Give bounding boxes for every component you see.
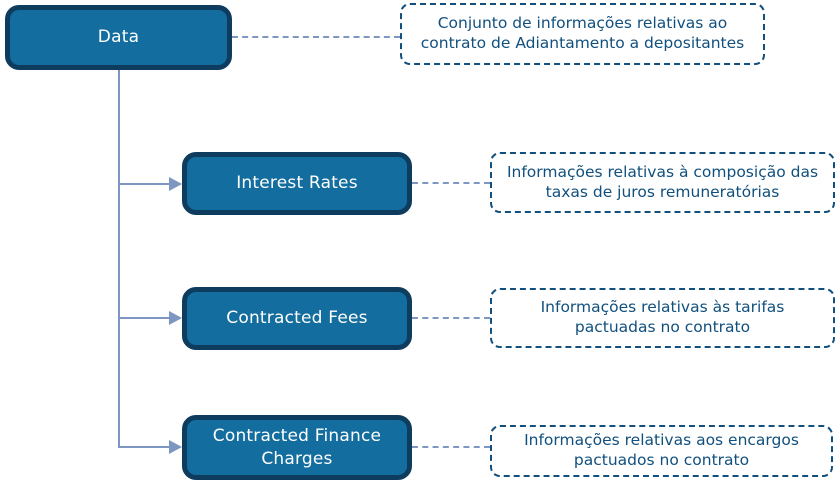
connector-branch-contracted-fees	[119, 317, 169, 319]
connector-branch-interest-rates	[119, 183, 169, 185]
connector-dashed-contracted-finance-charges	[412, 446, 490, 448]
node-data: Data	[5, 5, 232, 70]
description-contracted-fees: Informações relativas às tarifas pactuad…	[490, 288, 835, 348]
description-contracted-fees-text: Informações relativas às tarifas pactuad…	[540, 298, 785, 336]
node-data-label: Data	[97, 27, 140, 48]
description-contracted-finance-charges: Informações relativas aos encargos pactu…	[490, 425, 833, 477]
arrowhead-icon-interest-rates	[169, 177, 182, 191]
node-contracted-fees: Contracted Fees	[182, 287, 412, 350]
node-contracted-fees-label: Contracted Fees	[226, 308, 368, 329]
description-interest-rates: Informações relativas à composição das t…	[490, 152, 835, 213]
connector-dashed-contracted-fees	[412, 317, 490, 319]
arrowhead-icon-contracted-finance-charges	[169, 440, 182, 454]
connector-dashed-interest-rates	[412, 182, 490, 184]
node-contracted-finance-charges: Contracted Finance Charges	[182, 415, 412, 480]
node-interest-rates-label: Interest Rates	[236, 173, 358, 194]
node-contracted-finance-charges-label: Contracted Finance Charges	[212, 426, 382, 469]
arrowhead-icon-contracted-fees	[169, 311, 182, 325]
description-contracted-finance-charges-text: Informações relativas aos encargos pactu…	[524, 431, 799, 469]
connector-branch-contracted-finance-charges	[119, 446, 169, 448]
description-data: Conjunto de informações relativas ao con…	[400, 3, 765, 65]
description-data-text: Conjunto de informações relativas ao con…	[420, 14, 745, 52]
connector-dashed-data-to-description	[232, 36, 400, 38]
connector-trunk	[118, 70, 120, 448]
description-interest-rates-text: Informações relativas à composição das t…	[506, 162, 819, 201]
node-interest-rates: Interest Rates	[182, 152, 412, 215]
